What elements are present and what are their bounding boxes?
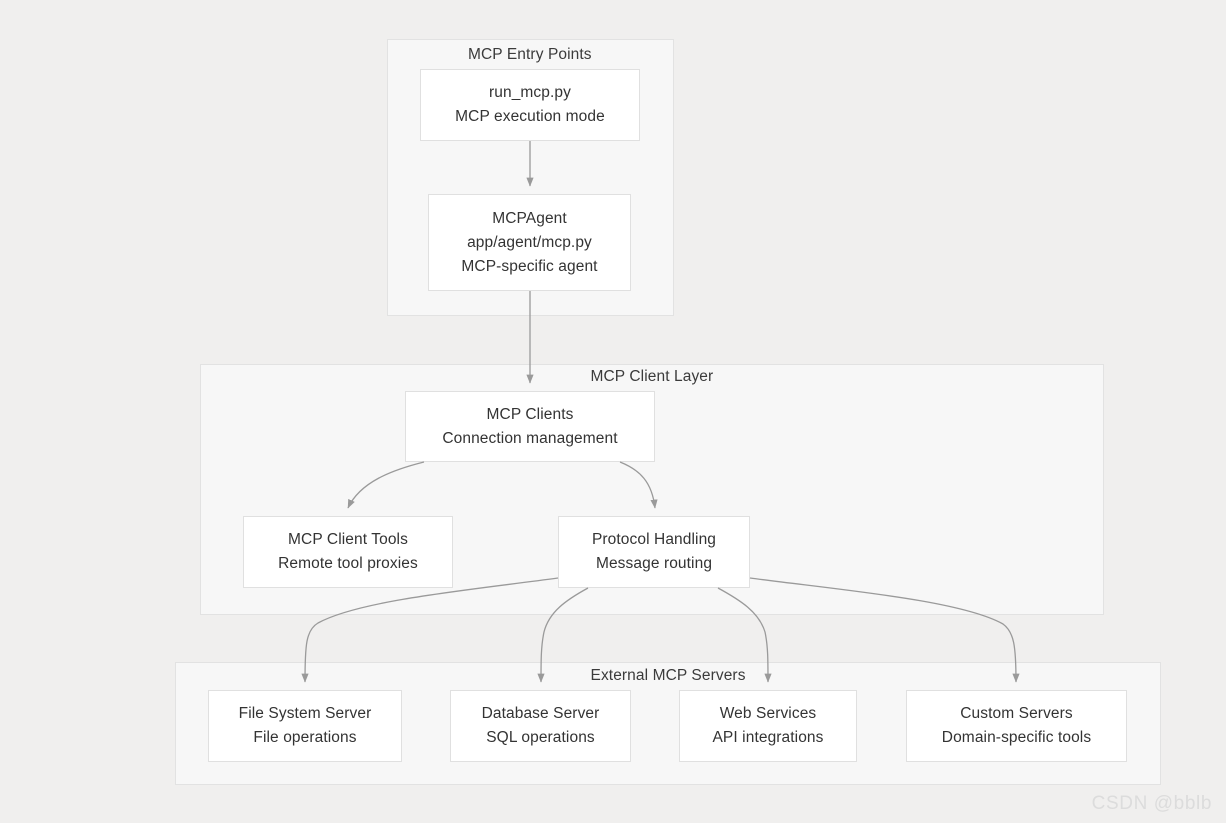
cluster-label-mcp-client-layer: MCP Client Layer [590,368,714,385]
node-text-line: run_mcp.py [489,84,571,101]
node-text-line: Protocol Handling [591,531,717,548]
node-text-line: Custom Servers [960,705,1073,722]
node-text-line: Message routing [595,555,713,572]
node-text-line: File operations [253,729,357,746]
node-text-line: app/agent/mcp.py [467,233,592,251]
node-text-line: MCP-specific agent [461,257,598,275]
node-text-line: API integrations [712,729,824,746]
node-text-line: MCP Clients [486,405,574,423]
node-text-line: MCP Client Tools [288,531,408,548]
node-text-line: Domain-specific tools [941,729,1092,746]
cluster-label-mcp-entry-points: MCP Entry Points [468,46,592,63]
node-text-line: SQL operations [486,729,595,746]
node-text-line: MCP execution mode [455,108,605,125]
node-text-line: Database Server [481,705,600,722]
csdn-watermark: CSDN @bblb [1091,793,1212,814]
cluster-label-external-mcp-servers: External MCP Servers [590,667,746,684]
node-text-line: MCPAgent [492,209,567,227]
node-text-line: File System Server [238,705,372,722]
node-text-line: Connection management [442,429,618,447]
node-text-line: Remote tool proxies [278,555,418,572]
node-text-line: Web Services [719,705,817,722]
